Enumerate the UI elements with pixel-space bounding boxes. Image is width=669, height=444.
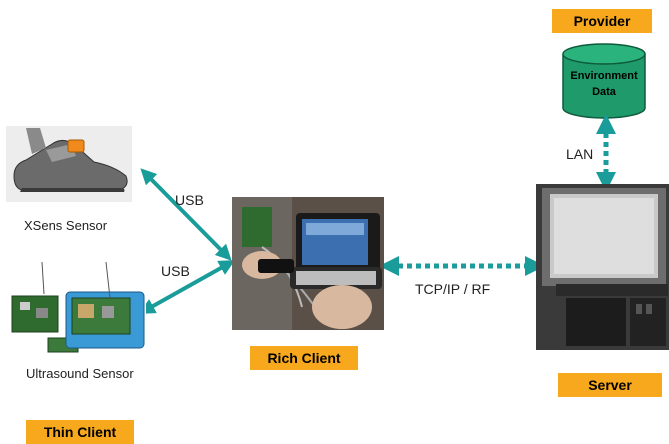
rich-client-label-text: Rich Client xyxy=(267,350,341,366)
environment-data-database-icon xyxy=(561,42,647,120)
provider-label-text: Provider xyxy=(573,13,631,29)
ultrasound-sensor-image xyxy=(6,258,146,358)
thin-client-label-text: Thin Client xyxy=(43,424,117,440)
usb-label-bottom: USB xyxy=(161,263,190,279)
server-label: Server xyxy=(558,373,662,397)
server-image xyxy=(536,184,669,350)
usb-label-top: USB xyxy=(175,192,204,208)
rich-client-image xyxy=(232,197,384,330)
ultrasound-sensor-label: Ultrasound Sensor xyxy=(26,366,134,381)
provider-label: Provider xyxy=(552,9,652,33)
server-label-text: Server xyxy=(588,377,632,393)
usb-arrow-bottom xyxy=(139,260,235,314)
xsens-sensor-image xyxy=(6,126,132,202)
environment-data-text: Environment Data xyxy=(570,70,638,98)
thin-client-label: Thin Client xyxy=(26,420,134,444)
tcp-ip-rf-label: TCP/IP / RF xyxy=(415,281,491,297)
usb-arrow-top xyxy=(140,168,232,261)
xsens-sensor-label: XSens Sensor xyxy=(24,218,108,233)
rich-client-label: Rich Client xyxy=(250,346,358,370)
lan-label: LAN xyxy=(566,146,594,162)
